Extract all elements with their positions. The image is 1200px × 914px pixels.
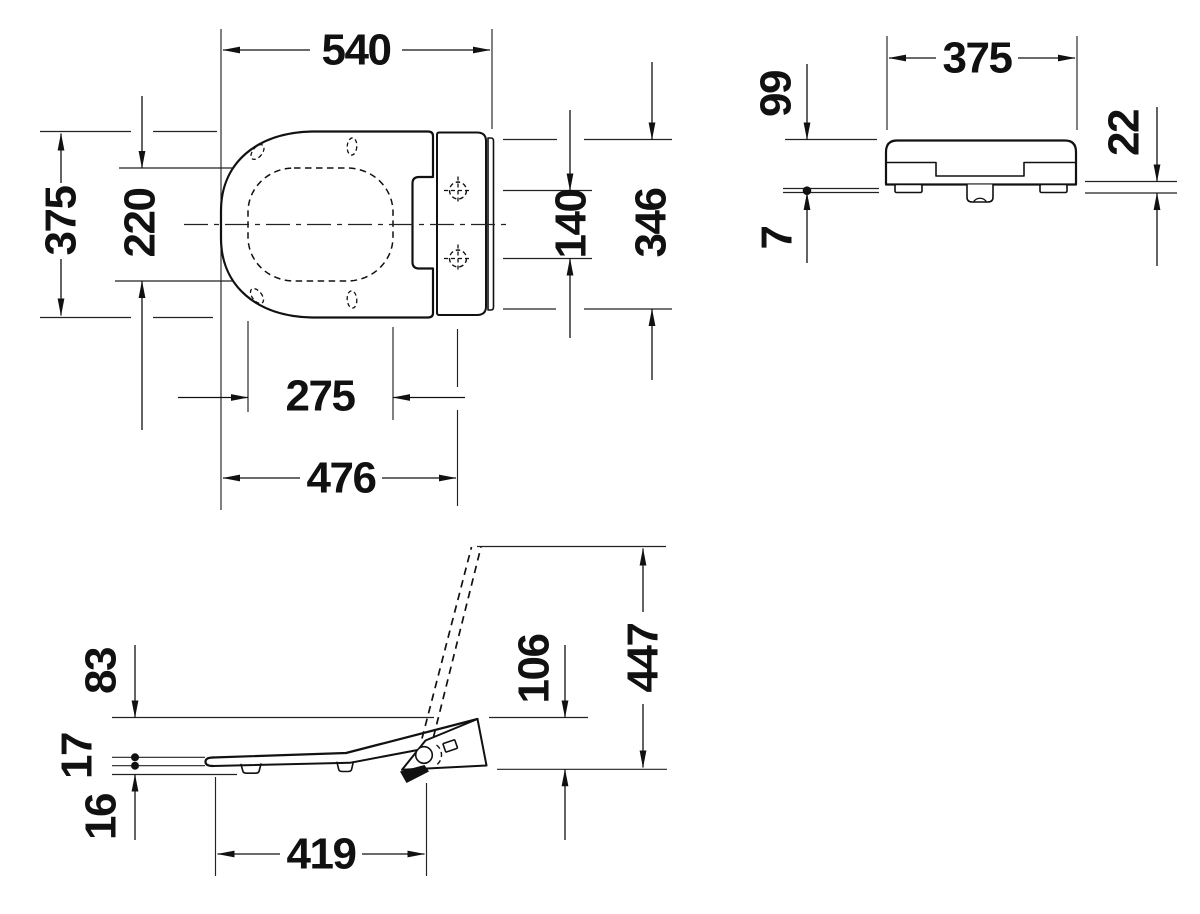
dim-rim-clearance: 7 [753,192,811,263]
dim-rim-clearance-label: 7 [753,226,802,249]
dim-front-height: 99 [752,64,812,195]
dim-gap-under-seat-label: 16 [77,794,126,840]
seat-front-tip [204,756,215,768]
nozzle-cover-arc [972,197,988,203]
dim-rim-overlap-label: 22 [1100,110,1149,156]
unit-detail-square [442,739,459,753]
mounting-hole-bottom [444,244,472,273]
reference-dot [131,761,139,770]
lid-seat-split-line [885,161,1077,177]
dim-depth-to-hinge: 419 [217,830,425,879]
dim-unit-height: 106 [510,635,569,840]
mounting-hole-top [444,176,472,205]
dim-unit-width-label: 346 [627,189,676,258]
bumper-front [240,763,262,774]
dim-lid-open-height-label: 447 [619,624,668,693]
dim-front-width-label: 375 [943,34,1013,83]
foot-right [1039,183,1068,194]
dim-unit-above-seat: 83 [77,645,139,718]
plan-extension-lines [40,29,672,510]
dim-overall-width: 375 [37,133,86,316]
dim-seat-thickness: 17 [53,733,139,779]
dim-front-height-label: 99 [752,71,801,117]
dim-lid-open-height: 447 [619,548,668,768]
dim-opening-length-label: 275 [286,372,356,421]
center-nozzle-cover [966,184,994,203]
dim-gap-under-seat: 16 [77,774,139,840]
foot-left [894,183,923,194]
dim-unit-width: 346 [627,62,676,380]
reference-dot [131,753,139,762]
front-extension-lines [783,36,1177,194]
dim-unit-above-seat-label: 83 [77,648,126,694]
dim-depth-to-hinge-label: 419 [287,830,356,879]
seat-profile-bottom [212,748,424,767]
dim-overall-width-label: 375 [37,186,86,256]
dim-opening-width: 220 [116,96,165,430]
bumper-rear [336,761,355,773]
hinge-mechanism [414,745,434,765]
hinge-arc-dashed [436,744,443,766]
seat-profile-top [211,717,479,759]
dim-seat-thickness-label: 17 [53,733,102,779]
side-extension-lines [112,545,667,876]
open-lid-dashed [421,546,482,739]
hinge-plate [436,131,487,316]
front-view: 375 99 7 22 [752,34,1177,266]
side-view: 83 17 16 419 106 447 [53,545,668,879]
dim-front-to-holes: 476 [222,454,457,503]
dim-hole-spacing: 140 [547,110,596,338]
dim-opening-width-label: 220 [116,189,165,258]
dim-front-to-holes-label: 476 [307,454,376,503]
bumper-pads-plan [249,137,358,309]
dim-opening-length: 275 [178,372,465,421]
dim-front-width: 375 [888,34,1076,83]
dim-overall-length-label: 540 [322,26,391,75]
dim-unit-height-label: 106 [510,635,559,704]
dim-rim-overlap: 22 [1100,107,1161,266]
mounting-bracket-black [400,765,429,783]
plan-view: 540 375 220 140 346 275 [37,26,676,510]
dim-overall-length: 540 [222,26,491,75]
dim-hole-spacing-label: 140 [547,190,596,259]
rear-unit-body [884,139,1078,186]
